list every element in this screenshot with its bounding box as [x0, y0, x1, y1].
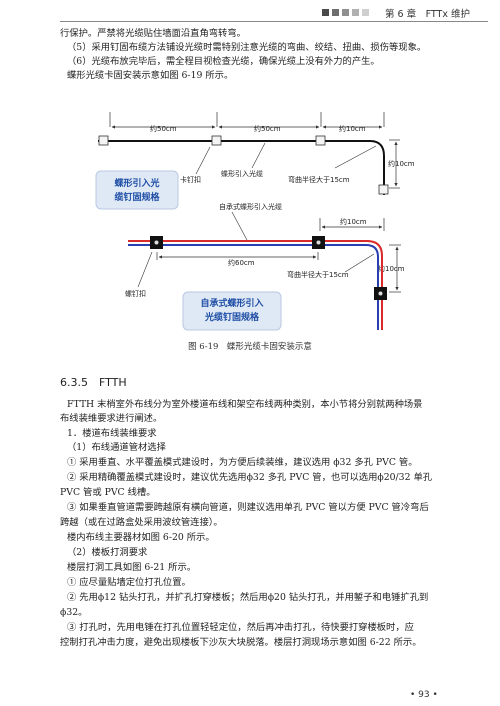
header-square [352, 9, 359, 16]
paragraph: （2）楼板打洞要求 [67, 547, 148, 558]
leader-line [344, 253, 375, 273]
top-dimension-lines [109, 112, 400, 189]
paragraph: （5）采用钉固布缆方法铺设光缆时需特别注意光缆的弯曲、绞结、扭曲、损伤等现象。 [67, 42, 427, 53]
paragraph: 跨越（或在过路盒处采用波纹管连接）。 [60, 517, 223, 528]
paragraph: ① 采用垂直、水平覆盖模式建设时，为方便后续装维，建议选用 ϕ32 多孔 PVC… [67, 457, 418, 468]
bottom-dimension-lines [156, 218, 401, 293]
page-number: • 93 • [410, 690, 438, 700]
paragraph: 楼内布线主要器材如图 6-20 所示。 [67, 532, 215, 543]
chapter-header-title: 第 6 章 FTTx 维护 [385, 9, 470, 20]
subheading: 1．楼道布线装维要求 [67, 428, 157, 439]
cable-clip [378, 184, 389, 195]
screw-clip-label: 螺钉扣 [125, 289, 146, 298]
cable-clip [98, 135, 109, 146]
figure-caption: 图 6-19 蝶形光缆卡固安装示意 [188, 342, 312, 352]
header-square [332, 9, 339, 16]
cable-clip [211, 135, 222, 146]
screw-clips [150, 236, 387, 300]
bend-radius-label: 弯曲半径大于15cm [288, 175, 350, 184]
header-square [362, 9, 369, 16]
leader-line [137, 251, 153, 288]
section-heading: 6.3.5 FTTH [60, 376, 127, 389]
spec-label-line: 自承式蝶形引入 [200, 297, 263, 309]
dim-label-60cm: 约60cm [228, 258, 255, 267]
paragraph: ϕ32。 [60, 607, 88, 618]
spec-label-box [182, 291, 282, 331]
paragraph: 蝶形光缆卡固安装示意如图 6-19 所示。 [67, 70, 234, 81]
bend-radius-label: 弯曲半径大于15cm [287, 270, 349, 279]
paragraph: FTTH 末梢室外布线分为室外楼道布线和架空布线两种类别，本小节将分别就两种场景 [67, 399, 423, 410]
dim-label-10cm-vertical: 约10cm [378, 264, 405, 273]
paragraph: ① 应尽量贴墙定位打孔位置。 [67, 577, 191, 588]
header-rule [60, 21, 488, 22]
spec-label-line: 光缆钉固规格 [204, 311, 260, 323]
dim-label-50cm: 约50cm [254, 124, 281, 133]
spec-label-line: 蝶形引入光 [114, 177, 159, 189]
cable-clips [98, 135, 389, 195]
self-supporting-cable-label: 自承式蝶形引入光缆 [219, 202, 282, 211]
dim-label-10cm: 约10cm [340, 217, 367, 226]
dim-label-10cm: 约10cm [339, 124, 366, 133]
dim-label-10cm-vertical: 约10cm [388, 159, 415, 168]
paragraph: （1）布线通道管材选择 [67, 442, 166, 453]
butterfly-cable [98, 140, 385, 195]
dim-label-50cm: 约50cm [150, 124, 177, 133]
paragraph: ② 先用ϕ12 钻头打孔，并扩孔打穿楼板；然后用ϕ20 钻头打孔，并用錾子和电锤… [67, 592, 429, 603]
paragraph: ② 采用精确覆盖模式建设时，建议优先选用ϕ32 多孔 PVC 管，也可以选用ϕ2… [67, 472, 433, 483]
paragraph: 行保护。严禁将光缆贴住墙面沿直角弯转弯。 [60, 28, 246, 39]
leader-line [231, 211, 248, 241]
clip-label: 卡钉扣 [180, 175, 201, 184]
paragraph: 控制打孔冲击力度，避免出现楼板下沙灰大块脱落。楼层打洞现场示意如图 6-22 所… [60, 637, 422, 648]
spec-label-box [95, 170, 179, 210]
paragraph: ③ 打孔时，先用电锤在打孔位置轻轻定位，然后再冲击打孔，待快要打穿楼板时，应 [67, 622, 414, 633]
paragraph: ③ 如果垂直管道需要跨越原有横向管道，则建议选用单孔 PVC 管以方便 PVC … [67, 502, 429, 513]
cable-clip [315, 135, 326, 146]
self-supporting-cable [128, 240, 383, 330]
chapter-header-decoration [322, 9, 369, 16]
top-leader-lines [195, 142, 377, 175]
paragraph: 楼层打洞工具如图 6-21 所示。 [67, 562, 197, 573]
header-square [342, 9, 349, 16]
paragraph: PVC 管或 PVC 线槽。 [60, 487, 156, 498]
header-square [322, 9, 329, 16]
spec-label-line: 缆钉固规格 [114, 191, 160, 203]
cable-label: 蝶形引入光缆 [221, 169, 263, 178]
paragraph: （6）光缆布放完毕后，需全程目视检查光缆，确保光缆上没有外力的产生。 [67, 56, 380, 67]
paragraph: 布线装维要求进行阐述。 [60, 413, 163, 424]
